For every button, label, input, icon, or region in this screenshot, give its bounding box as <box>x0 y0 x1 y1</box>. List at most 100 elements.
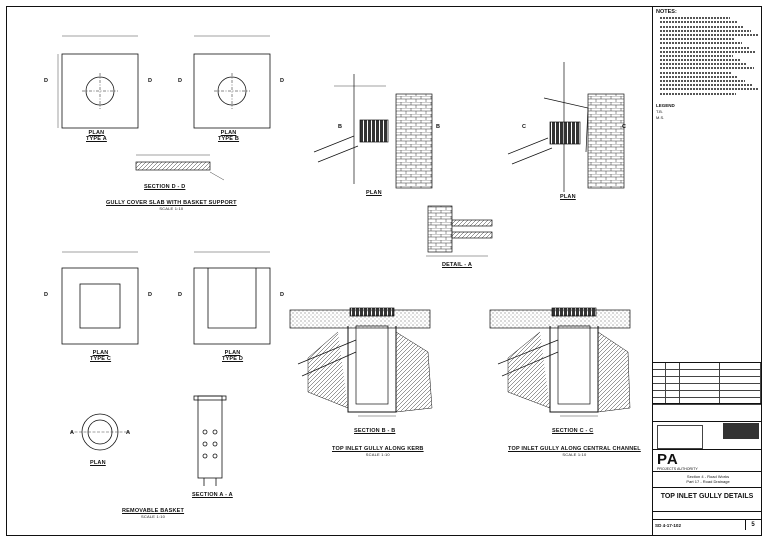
section-c-c <box>489 307 631 417</box>
plan-type-d <box>193 251 271 345</box>
section-d-d <box>135 154 225 181</box>
marker-c-left: C <box>522 124 527 130</box>
revision-cell <box>653 384 666 390</box>
basket-plan <box>70 413 130 451</box>
company-subtitle: PROJECTS AUTHORITY <box>657 467 698 471</box>
legend-item: M.S. <box>656 114 665 120</box>
note-line <box>660 84 752 87</box>
marker-d-right-c: D <box>148 292 153 298</box>
note-line <box>660 54 733 57</box>
detail-a <box>426 205 493 257</box>
revision-cell <box>720 398 761 404</box>
note-line <box>660 67 754 70</box>
note-line <box>660 29 751 32</box>
plan-kerb <box>313 74 433 189</box>
label-detail-a: DETAIL - A <box>442 262 473 268</box>
marker-d-right-d: D <box>280 292 285 298</box>
note-line <box>660 46 749 49</box>
plan-type-b <box>193 35 271 129</box>
revision-row <box>653 363 761 370</box>
tb-divider <box>653 471 761 472</box>
label-plan-kerb: PLAN <box>366 190 382 196</box>
title-block: PA PROJECTS AUTHORITY Section 4 - Road W… <box>652 362 762 536</box>
legend-item: T.B. <box>656 108 663 114</box>
drawing-sheet <box>6 6 762 536</box>
revision-row <box>653 384 761 391</box>
basket-section-a-a <box>193 395 227 486</box>
marker-a-left: A <box>70 430 75 436</box>
company-logo: PA <box>657 451 679 468</box>
plan-type-a <box>57 35 139 129</box>
revision-cell <box>720 363 761 369</box>
tb-divider <box>653 487 761 488</box>
revision-row <box>653 391 761 398</box>
notes-lines <box>656 17 759 95</box>
note-line <box>660 63 747 66</box>
note-line <box>660 80 745 82</box>
revision-row <box>653 377 761 384</box>
marker-d-right-a: D <box>148 78 153 84</box>
note-line <box>660 33 758 36</box>
section-name: Section 4 - Road Works <box>686 474 730 479</box>
note-line <box>660 75 738 78</box>
revision-cell <box>720 377 761 383</box>
label-section-c-c: SECTION C - C <box>552 428 594 434</box>
marker-b-right: B <box>436 124 441 130</box>
marker-a-right: A <box>126 430 131 436</box>
part-name: Part 17 - Road Drainage <box>686 479 730 484</box>
section-b-b <box>289 307 433 417</box>
note-line <box>660 59 740 62</box>
revision-cell <box>666 384 681 390</box>
label-section-b-b: SECTION B - B <box>354 428 396 434</box>
revision-cell <box>666 363 681 369</box>
authority-logo <box>723 423 759 439</box>
revision-cell <box>666 370 681 376</box>
note-line <box>660 38 735 41</box>
tb-divider <box>653 421 761 422</box>
note-line <box>660 25 744 28</box>
marker-c-right: C <box>622 124 627 130</box>
plan-channel <box>507 62 625 192</box>
revision-cell <box>666 391 681 397</box>
note-line <box>660 17 730 20</box>
note-line <box>660 21 737 24</box>
label-section-a-a: SECTION A - A <box>192 492 233 498</box>
revision-cell <box>680 398 720 404</box>
revision-cell <box>720 370 761 376</box>
marker-d-left-d: D <box>178 292 183 298</box>
note-line <box>660 92 736 95</box>
plan-type-c <box>61 251 139 345</box>
revision-cell <box>666 377 681 383</box>
drawing-number: SD 4-17-102 <box>655 523 682 528</box>
note-line <box>660 71 731 74</box>
revision-row <box>653 398 761 405</box>
revision-cell <box>653 363 666 369</box>
revision-cell <box>653 391 666 397</box>
notes-panel: NOTES: LEGEND T.B. M.S. <box>652 6 762 362</box>
note-line <box>660 50 756 53</box>
revision-row <box>653 370 761 377</box>
revision-cell <box>720 384 761 390</box>
revision-cell <box>653 370 666 376</box>
revision-cell <box>653 398 666 404</box>
label-plan-basket: PLAN <box>90 460 106 466</box>
marker-b-left: B <box>338 124 343 130</box>
drawing-title: TOP INLET GULLY DETAILS <box>660 493 754 500</box>
legend-title: LEGEND <box>656 102 675 108</box>
tb-divider <box>653 449 761 450</box>
revision-cell <box>680 391 720 397</box>
marker-d-left-a: D <box>44 78 49 84</box>
revision-cell <box>680 370 720 376</box>
revision-cell <box>680 377 720 383</box>
revision-table <box>653 363 761 405</box>
revision-number: 5 <box>745 520 760 530</box>
label-section-d-d: SECTION D - D <box>144 184 186 190</box>
tb-divider <box>653 519 761 520</box>
tb-divider <box>653 511 761 512</box>
